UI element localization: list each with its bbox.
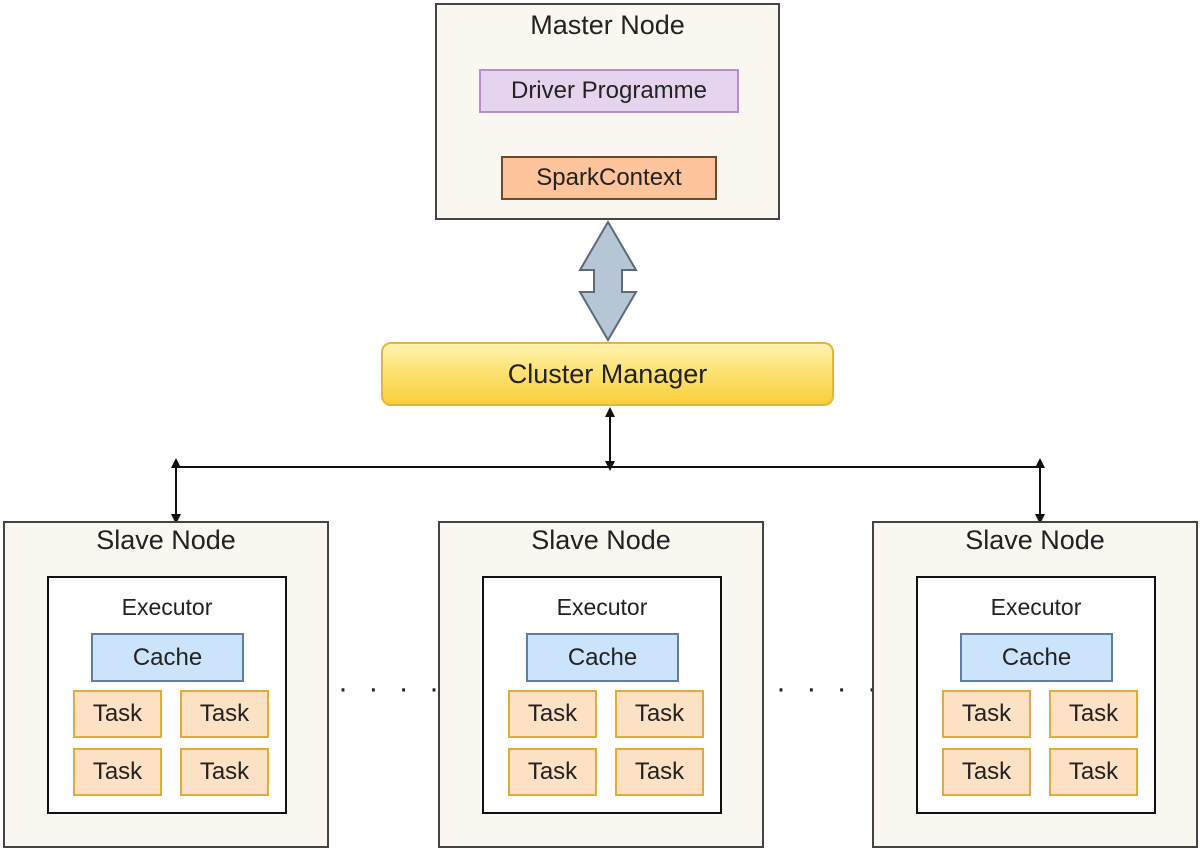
task-label: Task	[92, 700, 143, 727]
task-label: Task	[92, 758, 143, 785]
cache-box: Cache	[526, 633, 679, 682]
master-node-title: Master Node	[530, 10, 685, 40]
task-box: Task	[508, 748, 597, 796]
master-cluster-double-arrow	[578, 220, 638, 342]
task-box: Task	[73, 690, 162, 738]
task-label: Task	[527, 700, 578, 727]
cache-label: Cache	[1001, 643, 1072, 671]
executor-title: Executor	[556, 594, 648, 620]
slave-node-title: Slave Node	[96, 525, 236, 555]
driver-programme-box: Driver Programme	[479, 69, 739, 113]
master-node: Master Node Driver Programme SparkContex…	[435, 3, 780, 220]
slave-node-3: Slave Node Executor Cache Task Task Task…	[872, 521, 1198, 848]
cluster-manager: Cluster Manager	[381, 342, 834, 406]
task-label: Task	[634, 758, 685, 785]
task-label: Task	[199, 758, 250, 785]
slave-node-2: Slave Node Executor Cache Task Task Task…	[438, 521, 764, 848]
executor: Executor Cache Task Task Task Task	[482, 576, 722, 814]
cache-label: Cache	[132, 643, 203, 671]
spark-context-box: SparkContext	[501, 156, 717, 200]
task-box: Task	[508, 690, 597, 738]
cache-box: Cache	[960, 633, 1113, 682]
task-label: Task	[527, 758, 578, 785]
task-label: Task	[961, 700, 1012, 727]
task-box: Task	[180, 748, 269, 796]
executor: Executor Cache Task Task Task Task	[916, 576, 1156, 814]
executor: Executor Cache Task Task Task Task	[47, 576, 287, 814]
cluster-manager-label: Cluster Manager	[507, 358, 708, 389]
cache-box: Cache	[91, 633, 244, 682]
task-box: Task	[615, 748, 704, 796]
slave-node-title: Slave Node	[531, 525, 671, 555]
task-label: Task	[1068, 700, 1119, 727]
executor-title: Executor	[121, 594, 213, 620]
task-label: Task	[961, 758, 1012, 785]
task-box: Task	[942, 690, 1031, 738]
task-label: Task	[1068, 758, 1119, 785]
driver-programme-label: Driver Programme	[510, 77, 708, 104]
slave-node-1: Slave Node Executor Cache Task Task Task…	[3, 521, 329, 848]
slave-node-title: Slave Node	[965, 525, 1105, 555]
task-box: Task	[73, 748, 162, 796]
task-label: Task	[634, 700, 685, 727]
task-box: Task	[942, 748, 1031, 796]
executor-title: Executor	[990, 594, 1082, 620]
task-box: Task	[615, 690, 704, 738]
task-label: Task	[199, 700, 250, 727]
task-box: Task	[1049, 690, 1138, 738]
task-box: Task	[1049, 748, 1138, 796]
cache-label: Cache	[567, 643, 638, 671]
task-box: Task	[180, 690, 269, 738]
spark-context-label: SparkContext	[536, 164, 682, 191]
